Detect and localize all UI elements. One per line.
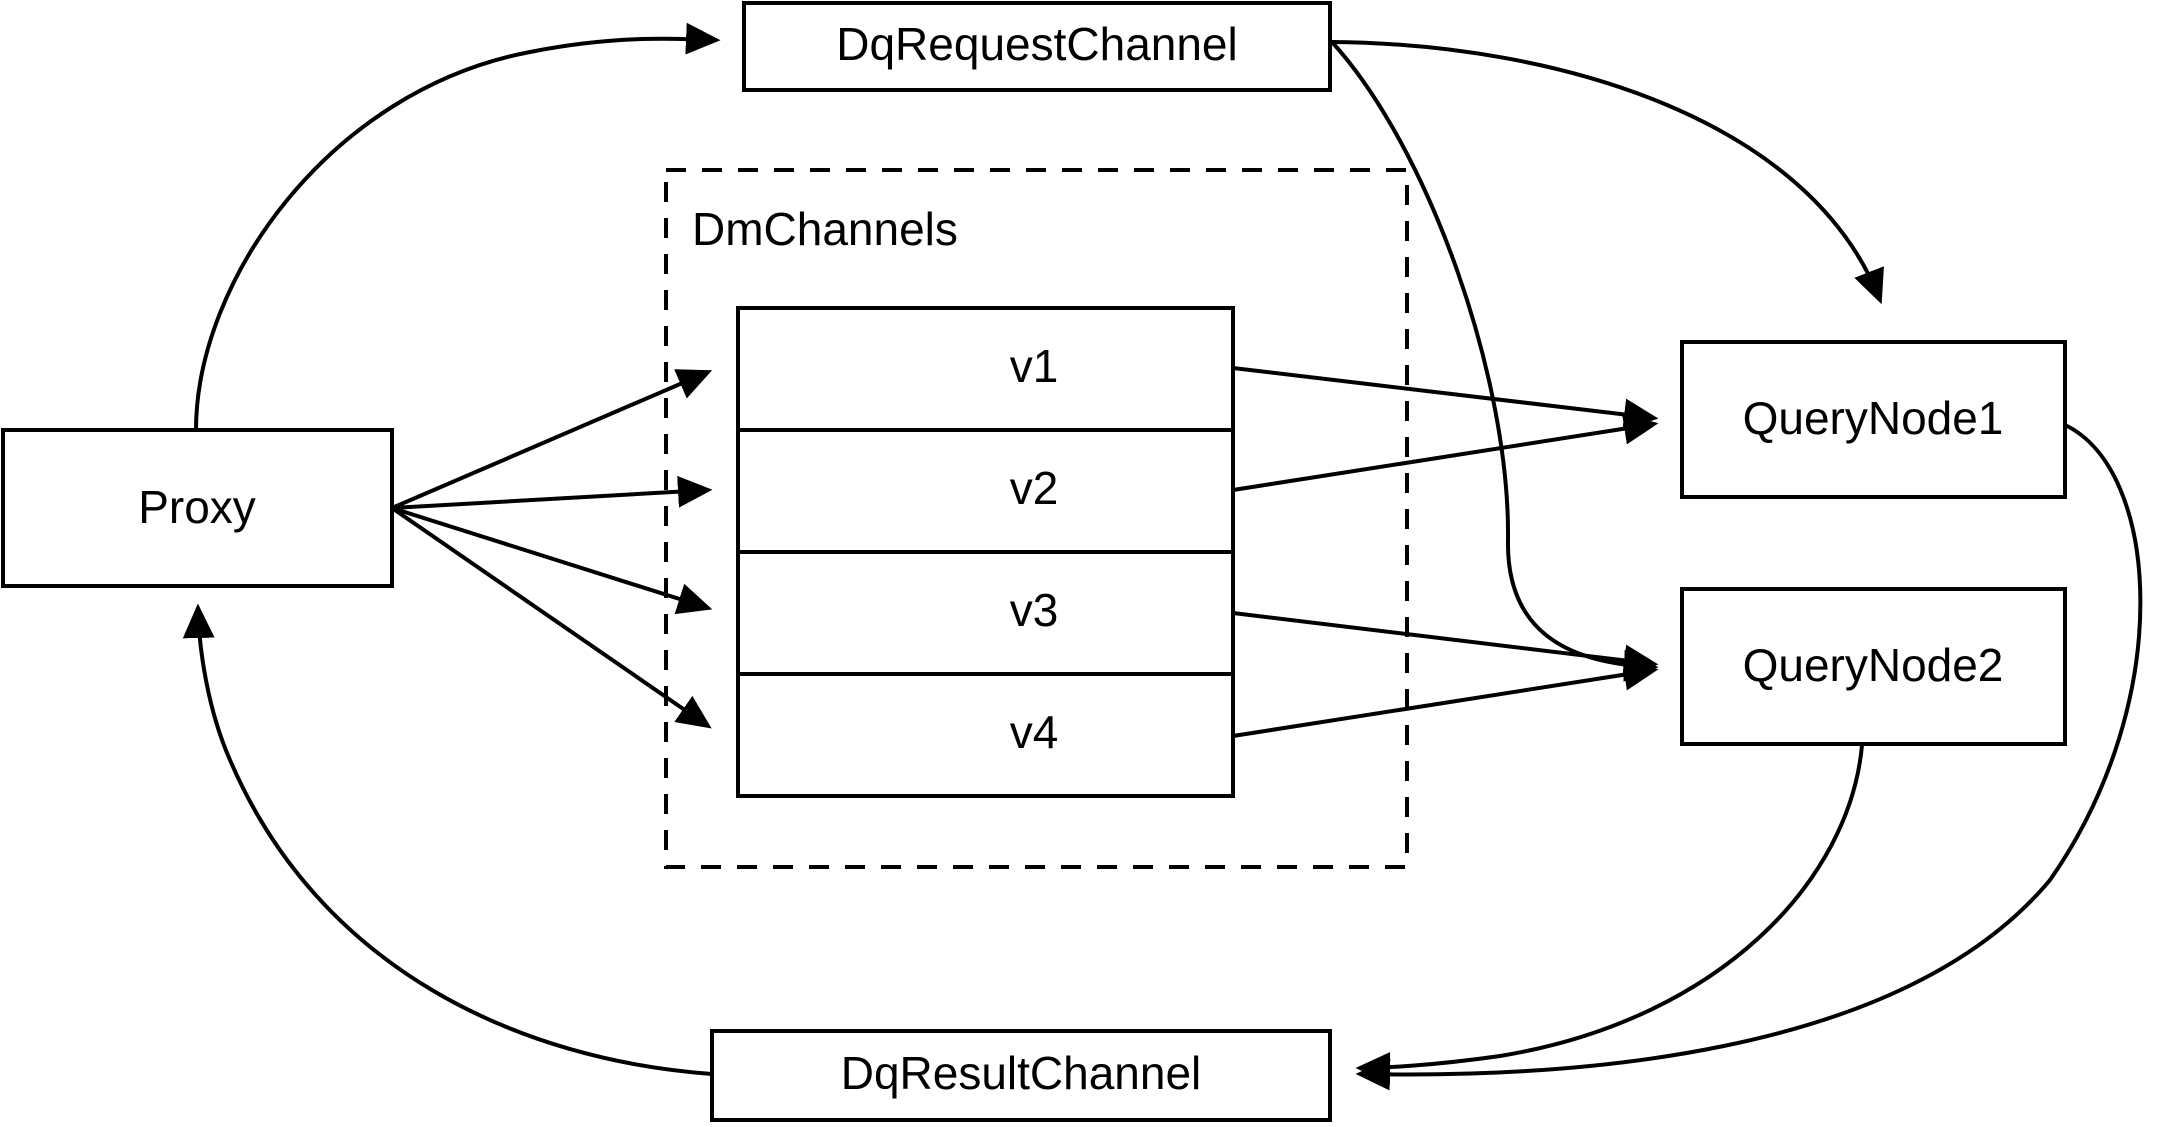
edge-v2-to-querynode1 <box>1232 412 1659 492</box>
edge-dqresultchannel-to-proxy <box>182 603 713 1076</box>
edge-v4-to-querynode2 <box>1232 658 1659 738</box>
dm-channel-row-v2[interactable]: v2 <box>1010 462 1059 514</box>
edge-proxy-to-v1 <box>391 369 713 510</box>
dm-channel-label-v1: v1 <box>1010 340 1059 392</box>
edge-proxy-to-v4 <box>390 506 712 729</box>
dm-channel-row-v1[interactable]: v1 <box>1010 340 1059 392</box>
edge-querynode2-to-dqresultchannel <box>1355 744 1864 1084</box>
dm-channel-row-v4[interactable]: v4 <box>1010 706 1059 758</box>
edge-proxy-to-v3 <box>391 506 713 615</box>
node-dq-request-channel[interactable]: DqRequestChannel <box>742 1 1332 92</box>
dm-channels-group-box <box>664 168 1409 869</box>
dm-channel-label-v2: v2 <box>1010 462 1059 514</box>
node-proxy[interactable]: Proxy <box>1 428 394 588</box>
node-query-node-1[interactable]: QueryNode1 <box>1680 340 2067 499</box>
proxy-label: Proxy <box>138 481 256 533</box>
query-node-1-box <box>1680 340 2067 499</box>
edge-proxy-to-v2 <box>391 475 713 510</box>
edge-proxy-to-dqrequestchannel <box>194 22 721 431</box>
dq-result-channel-label: DqResultChannel <box>841 1047 1202 1099</box>
dm-channel-row-v3[interactable]: v3 <box>1010 584 1059 636</box>
dq-request-channel-box <box>742 1 1332 92</box>
edge-dqrequestchannel-to-querynode1 <box>1331 40 1884 305</box>
dm-channel-label-v4: v4 <box>1010 706 1059 758</box>
node-dq-result-channel[interactable]: DqResultChannel <box>710 1029 1332 1122</box>
edge-querynode1-to-dqresultchannel <box>1355 423 2143 1091</box>
edge-v1-to-querynode1 <box>1232 366 1659 431</box>
proxy-box <box>1 428 394 588</box>
node-query-node-2[interactable]: QueryNode2 <box>1680 587 2067 746</box>
query-node-2-box <box>1680 587 2067 746</box>
dq-request-channel-label: DqRequestChannel <box>836 18 1238 70</box>
dm-channels-group-label: DmChannels <box>692 203 958 255</box>
dm-channel-label-v3: v3 <box>1010 584 1059 636</box>
query-node-2-label: QueryNode2 <box>1743 639 2004 691</box>
dq-result-channel-box <box>710 1029 1332 1122</box>
edge-dqrequestchannel-to-querynode2 <box>1330 40 1659 682</box>
query-node-1-label: QueryNode1 <box>1743 392 2004 444</box>
